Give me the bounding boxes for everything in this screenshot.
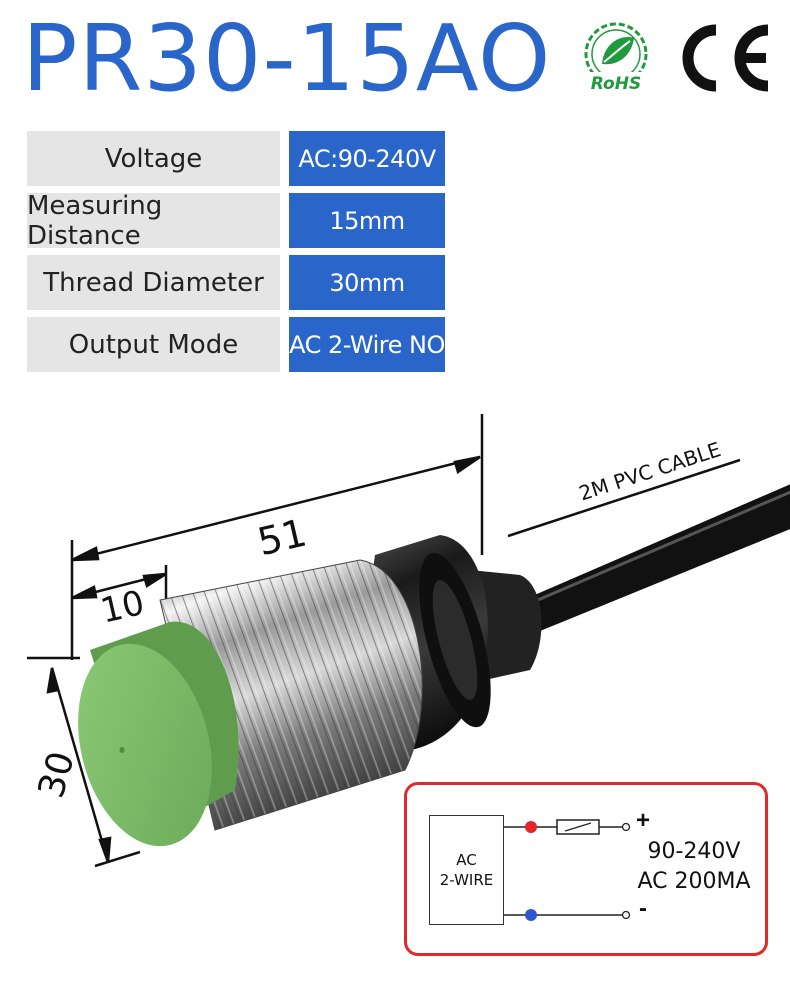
rohs-logo: RoHS — [582, 22, 650, 94]
dimension-diameter: 30 — [31, 747, 83, 802]
negative-terminal-icon — [525, 909, 537, 921]
spec-row-output-mode: Output Mode AC 2-Wire NO — [27, 317, 445, 372]
sensor-box: AC 2-WIRE — [429, 815, 504, 925]
spec-label: Voltage — [27, 131, 280, 186]
positive-terminal-icon — [525, 821, 537, 833]
minus-sign: - — [639, 895, 647, 922]
spec-label: Output Mode — [27, 317, 280, 372]
wiring-diagram: AC 2-WIRE + - 90-240V AC 200MA — [404, 782, 768, 956]
spec-value: 15mm — [289, 193, 445, 248]
sensor-drawing: 51 10 30 2M PVC CABLE — [27, 414, 790, 868]
plus-sign: + — [636, 807, 651, 834]
cable — [500, 484, 790, 640]
spec-value: AC:90-240V — [289, 131, 445, 186]
sensor-green-face — [78, 621, 239, 847]
spec-value: AC 2-Wire NO — [289, 317, 445, 372]
rohs-label: RoHS — [591, 74, 641, 94]
dimension-head-length: 10 — [97, 583, 148, 632]
power-spec: 90-240V AC 200MA — [629, 837, 759, 896]
spec-label: Measuring Distance — [27, 191, 280, 251]
box-line-2: 2-WIRE — [439, 871, 494, 889]
ce-mark-icon — [682, 24, 769, 92]
current-text: AC 200MA — [637, 868, 751, 894]
dimension-lines — [27, 414, 741, 868]
spec-row-thread-diameter: Thread Diameter 30mm — [27, 255, 445, 310]
spec-row-voltage: Voltage AC:90-240V — [27, 131, 445, 186]
spec-value: 30mm — [289, 255, 445, 310]
box-line-1: AC — [456, 850, 477, 869]
product-title: PR30-15AO — [22, 5, 552, 112]
dimension-length: 51 — [254, 510, 311, 564]
spec-label: Thread Diameter — [27, 255, 280, 310]
spec-row-measuring-distance: Measuring Distance 15mm — [27, 191, 445, 251]
voltage-text: 90-240V — [647, 839, 741, 864]
wiring-lines — [503, 819, 631, 921]
